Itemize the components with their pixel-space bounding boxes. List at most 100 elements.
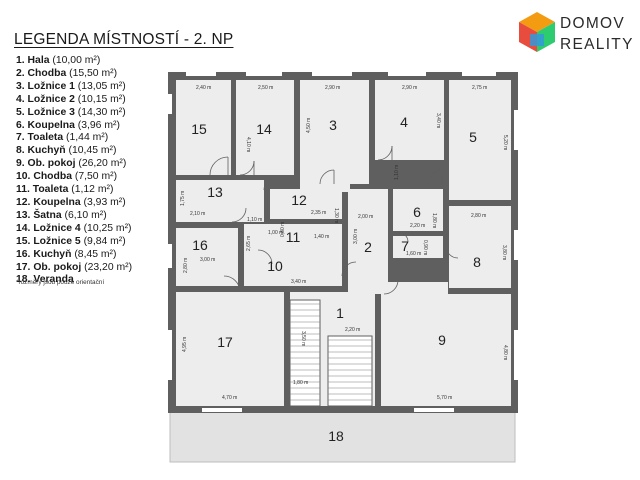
room-2b-floor xyxy=(300,184,350,192)
room-label-7: 7 xyxy=(401,238,409,254)
room-13-floor xyxy=(176,180,264,222)
logo-cube-icon xyxy=(519,12,555,52)
room-12-floor xyxy=(270,189,342,219)
legend-item: 6. Koupelna (3,96 m²) xyxy=(16,119,120,131)
legend-item: 13. Šatna (6,10 m²) xyxy=(16,209,107,221)
room-5-floor xyxy=(449,80,511,200)
room-label-12: 12 xyxy=(291,192,307,208)
legend-list: 1. Hala (10,00 m²) 2. Chodba (15,50 m²) … xyxy=(16,55,132,287)
corridor-floor xyxy=(348,282,448,294)
room-label-4: 4 xyxy=(400,114,408,130)
room-label-5: 5 xyxy=(469,129,477,145)
dim-label: 4,50 m xyxy=(306,118,312,133)
dim-label: 3,00 m xyxy=(200,257,215,263)
dim-label: 1,60 m xyxy=(406,251,421,257)
legend-title: LEGENDA MÍSTNOSTÍ - 2. NP xyxy=(14,31,234,48)
room-9-floor xyxy=(381,294,511,406)
room-17-floor xyxy=(176,292,284,406)
dim-label: 3,80 m xyxy=(501,245,507,260)
dim-label: 0,90 m xyxy=(422,240,428,255)
legend-item: 2. Chodba (15,50 m²) xyxy=(16,67,118,79)
dim-label: 2,90 m xyxy=(325,85,340,91)
room-label-3: 3 xyxy=(329,117,337,133)
room-floors xyxy=(176,80,511,406)
room-label-9: 9 xyxy=(438,332,446,348)
room-label-14: 14 xyxy=(256,121,272,137)
legend-item: 12. Koupelna (3,93 m²) xyxy=(16,196,126,208)
legend-item: 18. Veranda xyxy=(16,274,74,286)
dim-label: 1,75 m xyxy=(180,191,186,206)
dim-label: 4,10 m xyxy=(245,137,251,152)
dim-label: 1,80 m xyxy=(293,380,308,386)
room-label-16: 16 xyxy=(192,237,208,253)
legend-item: 11. Toaleta (1,12 m²) xyxy=(16,184,114,196)
legend-note: *rozměry jsou pouze orientační xyxy=(16,279,105,286)
room-4-floor xyxy=(375,80,444,160)
dimension-labels: 2,40 m 2,50 m 2,90 m 2,90 m 2,75 m 4,10 … xyxy=(180,85,508,401)
room-label-11: 11 xyxy=(286,229,301,245)
dim-label: 1,00 m xyxy=(268,230,283,236)
room-label-13: 13 xyxy=(207,184,223,200)
staircase xyxy=(289,299,373,407)
logo-text-domov: DOMOV xyxy=(560,15,626,32)
dim-label: 2,90 m xyxy=(402,85,417,91)
legend-item: 14. Ložnice 4 (10,25 m²) xyxy=(16,222,132,234)
room-labels: 15 14 3 4 5 13 12 2 6 7 8 16 11 10 1 17 … xyxy=(191,114,481,444)
dim-label: 2,40 m xyxy=(196,85,211,91)
room-6-floor xyxy=(393,189,443,231)
dim-label: 2,20 m xyxy=(410,223,425,229)
legend-item: 5. Ložnice 3 (14,30 m²) xyxy=(16,106,126,118)
dim-label: 0,80 m xyxy=(280,222,286,237)
room-label-8: 8 xyxy=(473,254,481,270)
room-label-1: 1 xyxy=(336,305,344,321)
doors xyxy=(209,145,459,295)
dim-label: 2,35 m xyxy=(311,210,326,216)
room-label-15: 15 xyxy=(191,121,207,137)
room-label-6: 6 xyxy=(413,204,421,220)
dim-label: 4,95 m xyxy=(182,337,188,352)
dim-label: 5,20 m xyxy=(502,135,508,150)
legend-item: 16. Kuchyň (8,45 m²) xyxy=(16,248,117,260)
dim-label: 3,00 m xyxy=(353,229,359,244)
dim-label: 2,50 m xyxy=(258,85,273,91)
logo-text-reality: REALITY xyxy=(560,36,634,53)
legend-item: 9. Ob. pokoj (26,20 m²) xyxy=(16,158,127,170)
dim-label: 3,50 m xyxy=(300,331,306,346)
dim-label: 2,20 m xyxy=(345,327,360,333)
legend-item: 4. Ložnice 2 (10,15 m²) xyxy=(16,93,126,105)
dim-label: 2,00 m xyxy=(358,214,373,220)
legend-item: 3. Ložnice 1 (13,05 m²) xyxy=(16,80,126,92)
room-label-10: 10 xyxy=(267,258,283,274)
room-3-floor xyxy=(300,80,369,184)
room-8-floor xyxy=(449,206,511,288)
room-label-18: 18 xyxy=(328,428,344,444)
dim-label: 4,80 m xyxy=(502,345,508,360)
legend-item: 1. Hala (10,00 m²) xyxy=(16,55,101,66)
dim-label: 3,40 m xyxy=(435,113,441,128)
dim-label: 2,65 m xyxy=(246,236,252,251)
dim-label: 1,10 m xyxy=(247,217,262,223)
dim-label: 4,70 m xyxy=(222,395,237,401)
room-label-17: 17 xyxy=(217,334,233,350)
dim-label: 2,10 m xyxy=(190,211,205,217)
dim-label: 1,30 m xyxy=(333,208,339,223)
dim-label: 1,80 m xyxy=(431,213,437,228)
veranda-area xyxy=(169,411,516,463)
room-7-floor xyxy=(393,236,443,258)
dim-label: 1,40 m xyxy=(314,234,329,240)
dim-label: 5,70 m xyxy=(437,395,452,401)
windows xyxy=(168,72,518,412)
dim-label: 1,10 m xyxy=(394,165,400,180)
legend-item: 15. Ložnice 5 (9,84 m²) xyxy=(16,235,126,247)
room-label-2: 2 xyxy=(364,239,372,255)
legend-item: 17. Ob. pokoj (23,20 m²) xyxy=(16,261,133,273)
logo: DOMOV REALITY xyxy=(519,12,634,56)
room-14-floor xyxy=(236,80,294,175)
dim-label: 2,75 m xyxy=(472,85,487,91)
legend-item: 8. Kuchyň (10,45 m²) xyxy=(16,145,117,157)
room-2-floor xyxy=(348,189,388,284)
dim-label: 3,40 m xyxy=(291,279,306,285)
dim-label: 2,80 m xyxy=(471,213,486,219)
legend-item: 7. Toaleta (1,44 m²) xyxy=(16,132,109,144)
